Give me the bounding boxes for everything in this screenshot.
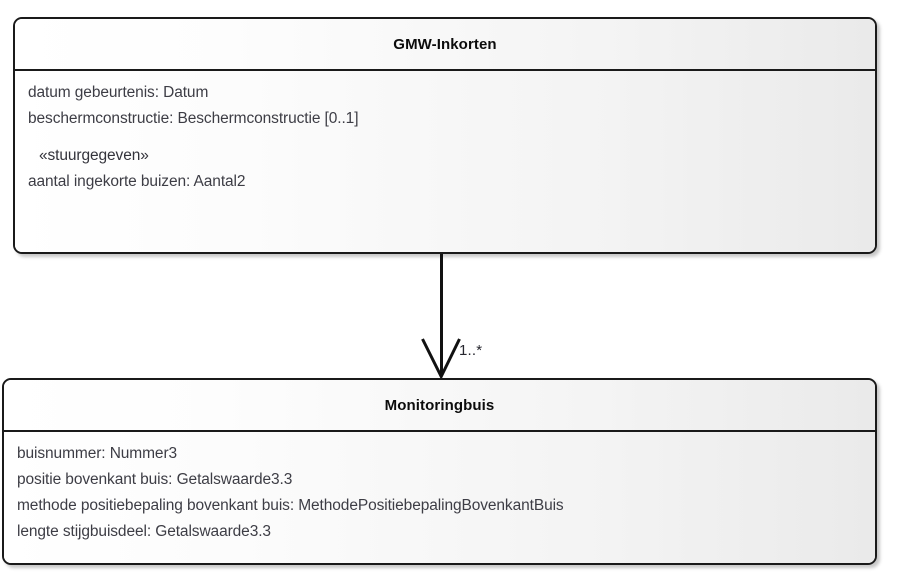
- association-arrowhead-open: [421, 338, 461, 380]
- uml-class-gmw-inkorten[interactable]: GMW-Inkorten datum gebeurtenis: Datum be…: [13, 17, 877, 254]
- uml-stereotype-label: «stuurgegeven»: [39, 147, 149, 164]
- association-multiplicity-label: 1..*: [459, 342, 483, 359]
- uml-class-title-monitoringbuis: Monitoringbuis: [384, 396, 495, 414]
- uml-attribute: methode positiebepaling bovenkant buis: …: [17, 497, 564, 514]
- uml-class-header-gmw-inkorten: GMW-Inkorten: [15, 19, 875, 71]
- uml-attribute: aantal ingekorte buizen: Aantal2: [28, 173, 246, 190]
- uml-attribute: buisnummer: Nummer3: [17, 445, 178, 462]
- uml-class-attributes-monitoringbuis: buisnummer: Nummer3 positie bovenkant bu…: [4, 432, 875, 563]
- uml-attribute: beschermconstructie: Beschermconstructie…: [28, 110, 359, 127]
- uml-class-attributes-gmw-inkorten: datum gebeurtenis: Datum beschermconstru…: [15, 71, 875, 252]
- uml-class-header-monitoringbuis: Monitoringbuis: [4, 380, 875, 432]
- uml-attribute: lengte stijgbuisdeel: Getalswaarde3.3: [17, 523, 271, 540]
- uml-attribute: datum gebeurtenis: Datum: [28, 84, 209, 101]
- uml-class-monitoringbuis[interactable]: Monitoringbuis buisnummer: Nummer3 posit…: [2, 378, 877, 565]
- association-line[interactable]: [440, 254, 443, 376]
- uml-class-title-gmw-inkorten: GMW-Inkorten: [393, 35, 497, 53]
- uml-attribute: positie bovenkant buis: Getalswaarde3.3: [17, 471, 293, 488]
